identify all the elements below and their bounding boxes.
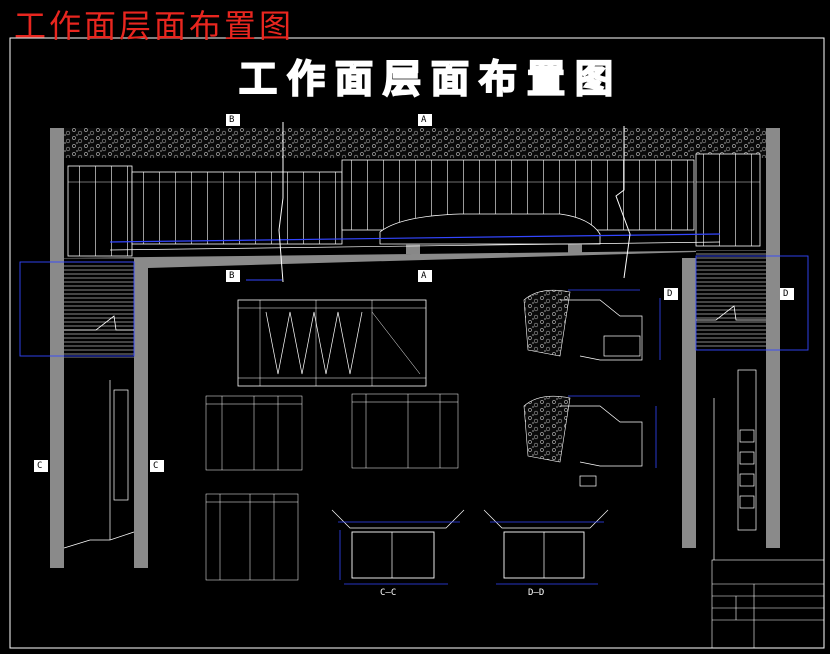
section-label-cc: C—C	[380, 588, 397, 598]
shearer	[379, 213, 601, 245]
cycle-chart	[237, 299, 427, 387]
pillar-left	[50, 128, 64, 568]
supports-right-block	[695, 153, 761, 247]
overlay-title: 工作面层面布置图	[14, 7, 295, 45]
table-left	[205, 395, 303, 471]
conveyor-line-2	[109, 241, 721, 251]
pillar-right	[766, 128, 780, 548]
section-label-dd: D—D	[528, 588, 545, 598]
conveyor-line	[109, 233, 721, 243]
marker-d-left: D	[667, 289, 673, 299]
section-line-a	[615, 126, 631, 279]
marker-c-right: C	[153, 461, 159, 471]
supports-left-block	[67, 165, 133, 257]
hatch-right	[696, 250, 766, 350]
roof-gravel	[64, 128, 766, 158]
section-line-b	[278, 122, 284, 283]
table-bottom	[205, 493, 299, 581]
supports-mid-left	[131, 171, 343, 245]
break-right	[696, 305, 766, 321]
table-right	[351, 393, 459, 469]
break-left	[64, 315, 134, 331]
support-section-top	[523, 289, 661, 361]
hatch-left	[64, 258, 134, 358]
marker-box-a-top	[418, 114, 432, 126]
marker-box-c-right	[150, 460, 164, 472]
marker-a-bottom: A	[421, 271, 427, 281]
pillar-right-inner	[682, 258, 696, 548]
marker-box-b-bottom	[226, 270, 240, 282]
title-block	[711, 559, 825, 649]
support-section-bottom	[523, 395, 657, 487]
marker-box-c-left	[34, 460, 48, 472]
marker-a-top: A	[421, 115, 427, 125]
roadway-right-equipment	[737, 369, 757, 531]
shearer-drum-left	[406, 244, 420, 254]
marker-b-bottom: B	[229, 271, 235, 281]
marker-box-d-left	[664, 288, 678, 300]
marker-c-left: C	[37, 461, 43, 471]
dim-box-right	[695, 255, 809, 351]
roadway-left-equipment	[113, 389, 129, 501]
dim-box-left	[19, 261, 135, 357]
roadway-section-cc	[331, 509, 465, 585]
drawing-title: 工作面层面布置图	[238, 56, 623, 102]
marker-box-a-bottom	[418, 270, 432, 282]
shearer-drum-right	[568, 244, 582, 254]
pillar-left-inner	[134, 268, 148, 568]
drawing-border	[9, 37, 825, 649]
marker-b-top: B	[229, 115, 235, 125]
marker-d-right: D	[783, 289, 789, 299]
marker-box-d-right	[780, 288, 794, 300]
roadway-band	[64, 250, 766, 268]
roadway-left-end	[63, 531, 135, 549]
marker-box-b-top	[226, 114, 240, 126]
roadway-section-dd	[483, 509, 609, 585]
roadway-right-boxes	[739, 429, 755, 509]
